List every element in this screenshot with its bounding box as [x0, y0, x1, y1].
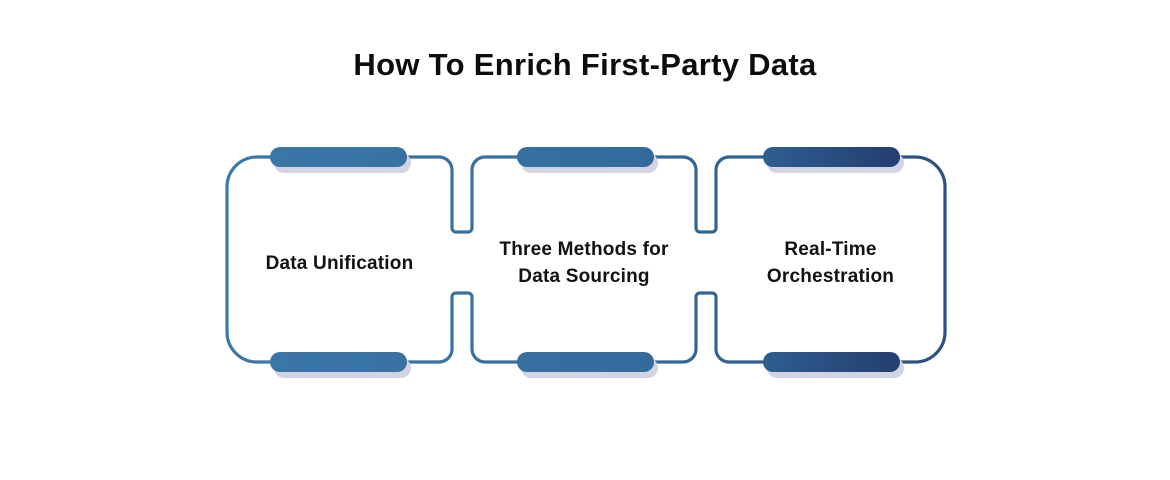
- node-label-line: Orchestration: [766, 266, 895, 287]
- node2-top-cap: [517, 147, 654, 167]
- node3-bottom-cap: [763, 352, 900, 372]
- node1-top-cap: [270, 147, 407, 167]
- node-three-methods-data-sourcing: Three Methods for Data Sourcing: [472, 228, 696, 298]
- node3-top-cap: [763, 147, 900, 167]
- node-real-time-orchestration: Real-Time Orchestration: [716, 228, 945, 298]
- page-title: How To Enrich First-Party Data: [353, 47, 817, 82]
- node-label-line: Data Unification: [265, 252, 414, 274]
- connected-boxes-outline: [225, 155, 947, 364]
- node-data-unification: Data Unification: [227, 228, 452, 298]
- node-label-line: Real-Time: [784, 239, 877, 260]
- node-label-line: Three Methods for: [499, 239, 669, 260]
- node-label-line: Data Sourcing: [518, 266, 650, 287]
- node1-bottom-cap: [270, 352, 407, 372]
- node2-bottom-cap: [517, 352, 654, 372]
